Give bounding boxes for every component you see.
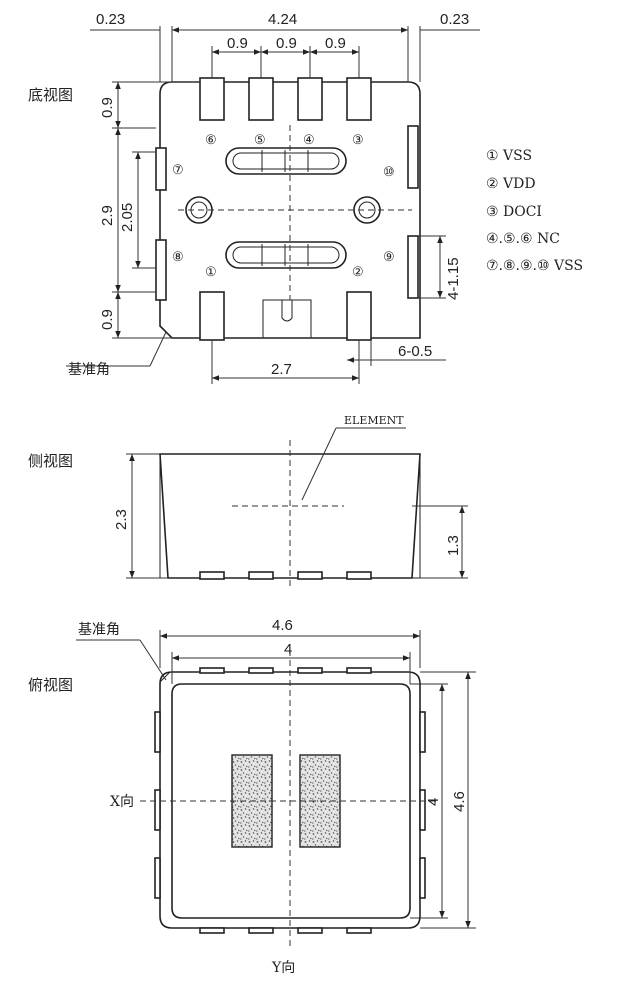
dim-right-gap: 0.23 (440, 11, 469, 28)
legend-item-2: ② VDD (486, 176, 536, 192)
lower-port (225, 241, 347, 269)
pin-label-9: ⑨ (383, 250, 395, 265)
top-ref-corner: 基准角 (78, 621, 120, 638)
top-inner-height: 4 (425, 798, 442, 806)
dim-inner: 2.05 (119, 203, 136, 232)
pin-label-8: ⑧ (172, 250, 184, 265)
dim-pitch-3: 0.9 (325, 35, 346, 52)
pad-4 (297, 77, 323, 121)
pin-label-3: ③ (352, 133, 364, 148)
side-element-height-dim: 1.3 (445, 535, 462, 556)
pin-label-2: ② (352, 265, 364, 280)
top-outer-height: 4.6 (451, 791, 468, 812)
y-axis-label: Y向 (271, 960, 295, 976)
pin-label-6: ⑥ (205, 133, 217, 148)
pad-1 (199, 291, 225, 341)
dim-top-pad: 0.9 (99, 97, 116, 118)
pin-label-4: ④ (303, 133, 315, 148)
bottom-tab (262, 299, 312, 339)
side-pad-1 (199, 571, 225, 580)
dim-height: 2.9 (99, 205, 116, 226)
top-view-title: 俯视图 (28, 676, 73, 694)
pad-6 (199, 77, 225, 121)
dim-left-gap: 0.23 (96, 11, 125, 28)
pad-8 (155, 239, 167, 301)
top-view-outer (159, 671, 421, 929)
pad-10 (407, 125, 419, 189)
dim-pitch-1: 0.9 (227, 35, 248, 52)
pin-label-10: ⑩ (383, 165, 395, 180)
legend-item-3: ③ DOCI (486, 204, 542, 220)
pin-label-7: ⑦ (172, 163, 184, 178)
top-outer-width: 4.6 (272, 617, 293, 634)
legend-item-4: ④.⑤.⑥ NC (486, 231, 560, 247)
side-view-title: 侧视图 (28, 452, 73, 470)
side-height-dim: 2.3 (113, 509, 130, 530)
pad-5 (248, 77, 274, 121)
pad-3 (346, 77, 372, 121)
bottom-view-title: 底视图 (28, 86, 73, 104)
pin-legend: ① VSS ② VDD ③ DOCI ④.⑤.⑥ NC ⑦.⑧.⑨.⑩ VSS (486, 148, 583, 274)
side-view: 侧视图 ELEMENT 2.3 1.3 (28, 414, 468, 590)
pin-label-1: ① (205, 265, 217, 280)
pad-2 (346, 291, 372, 341)
dim-right-pad: 4-1.15 (445, 257, 462, 300)
x-axis-label: X向 (110, 794, 134, 810)
top-inner-width: 4 (284, 641, 292, 658)
top-view: 俯视图 基准角 4.6 (28, 617, 476, 976)
dim-bottom-pad: 0.9 (99, 309, 116, 330)
element-label: ELEMENT (344, 414, 404, 427)
dim-pitch-2: 0.9 (276, 35, 297, 52)
right-hole (353, 196, 381, 224)
pin-label-5: ⑤ (254, 133, 266, 148)
side-pad-3 (297, 571, 323, 580)
side-pad-4 (346, 571, 372, 580)
bottom-view: 底视图 (28, 11, 480, 384)
legend-item-5: ⑦.⑧.⑨.⑩ VSS (486, 258, 583, 274)
dim-pad-width: 6-0.5 (398, 343, 432, 360)
pad-7 (155, 147, 167, 191)
legend-item-1: ① VSS (486, 148, 532, 164)
pad-9 (407, 235, 419, 299)
dim-width: 4.24 (268, 11, 297, 28)
side-pad-2 (248, 571, 274, 580)
upper-port (225, 147, 347, 175)
dim-bottom-width: 2.7 (271, 361, 292, 378)
bottom-ref-corner: 基准角 (68, 361, 110, 378)
top-view-inner (171, 683, 411, 919)
